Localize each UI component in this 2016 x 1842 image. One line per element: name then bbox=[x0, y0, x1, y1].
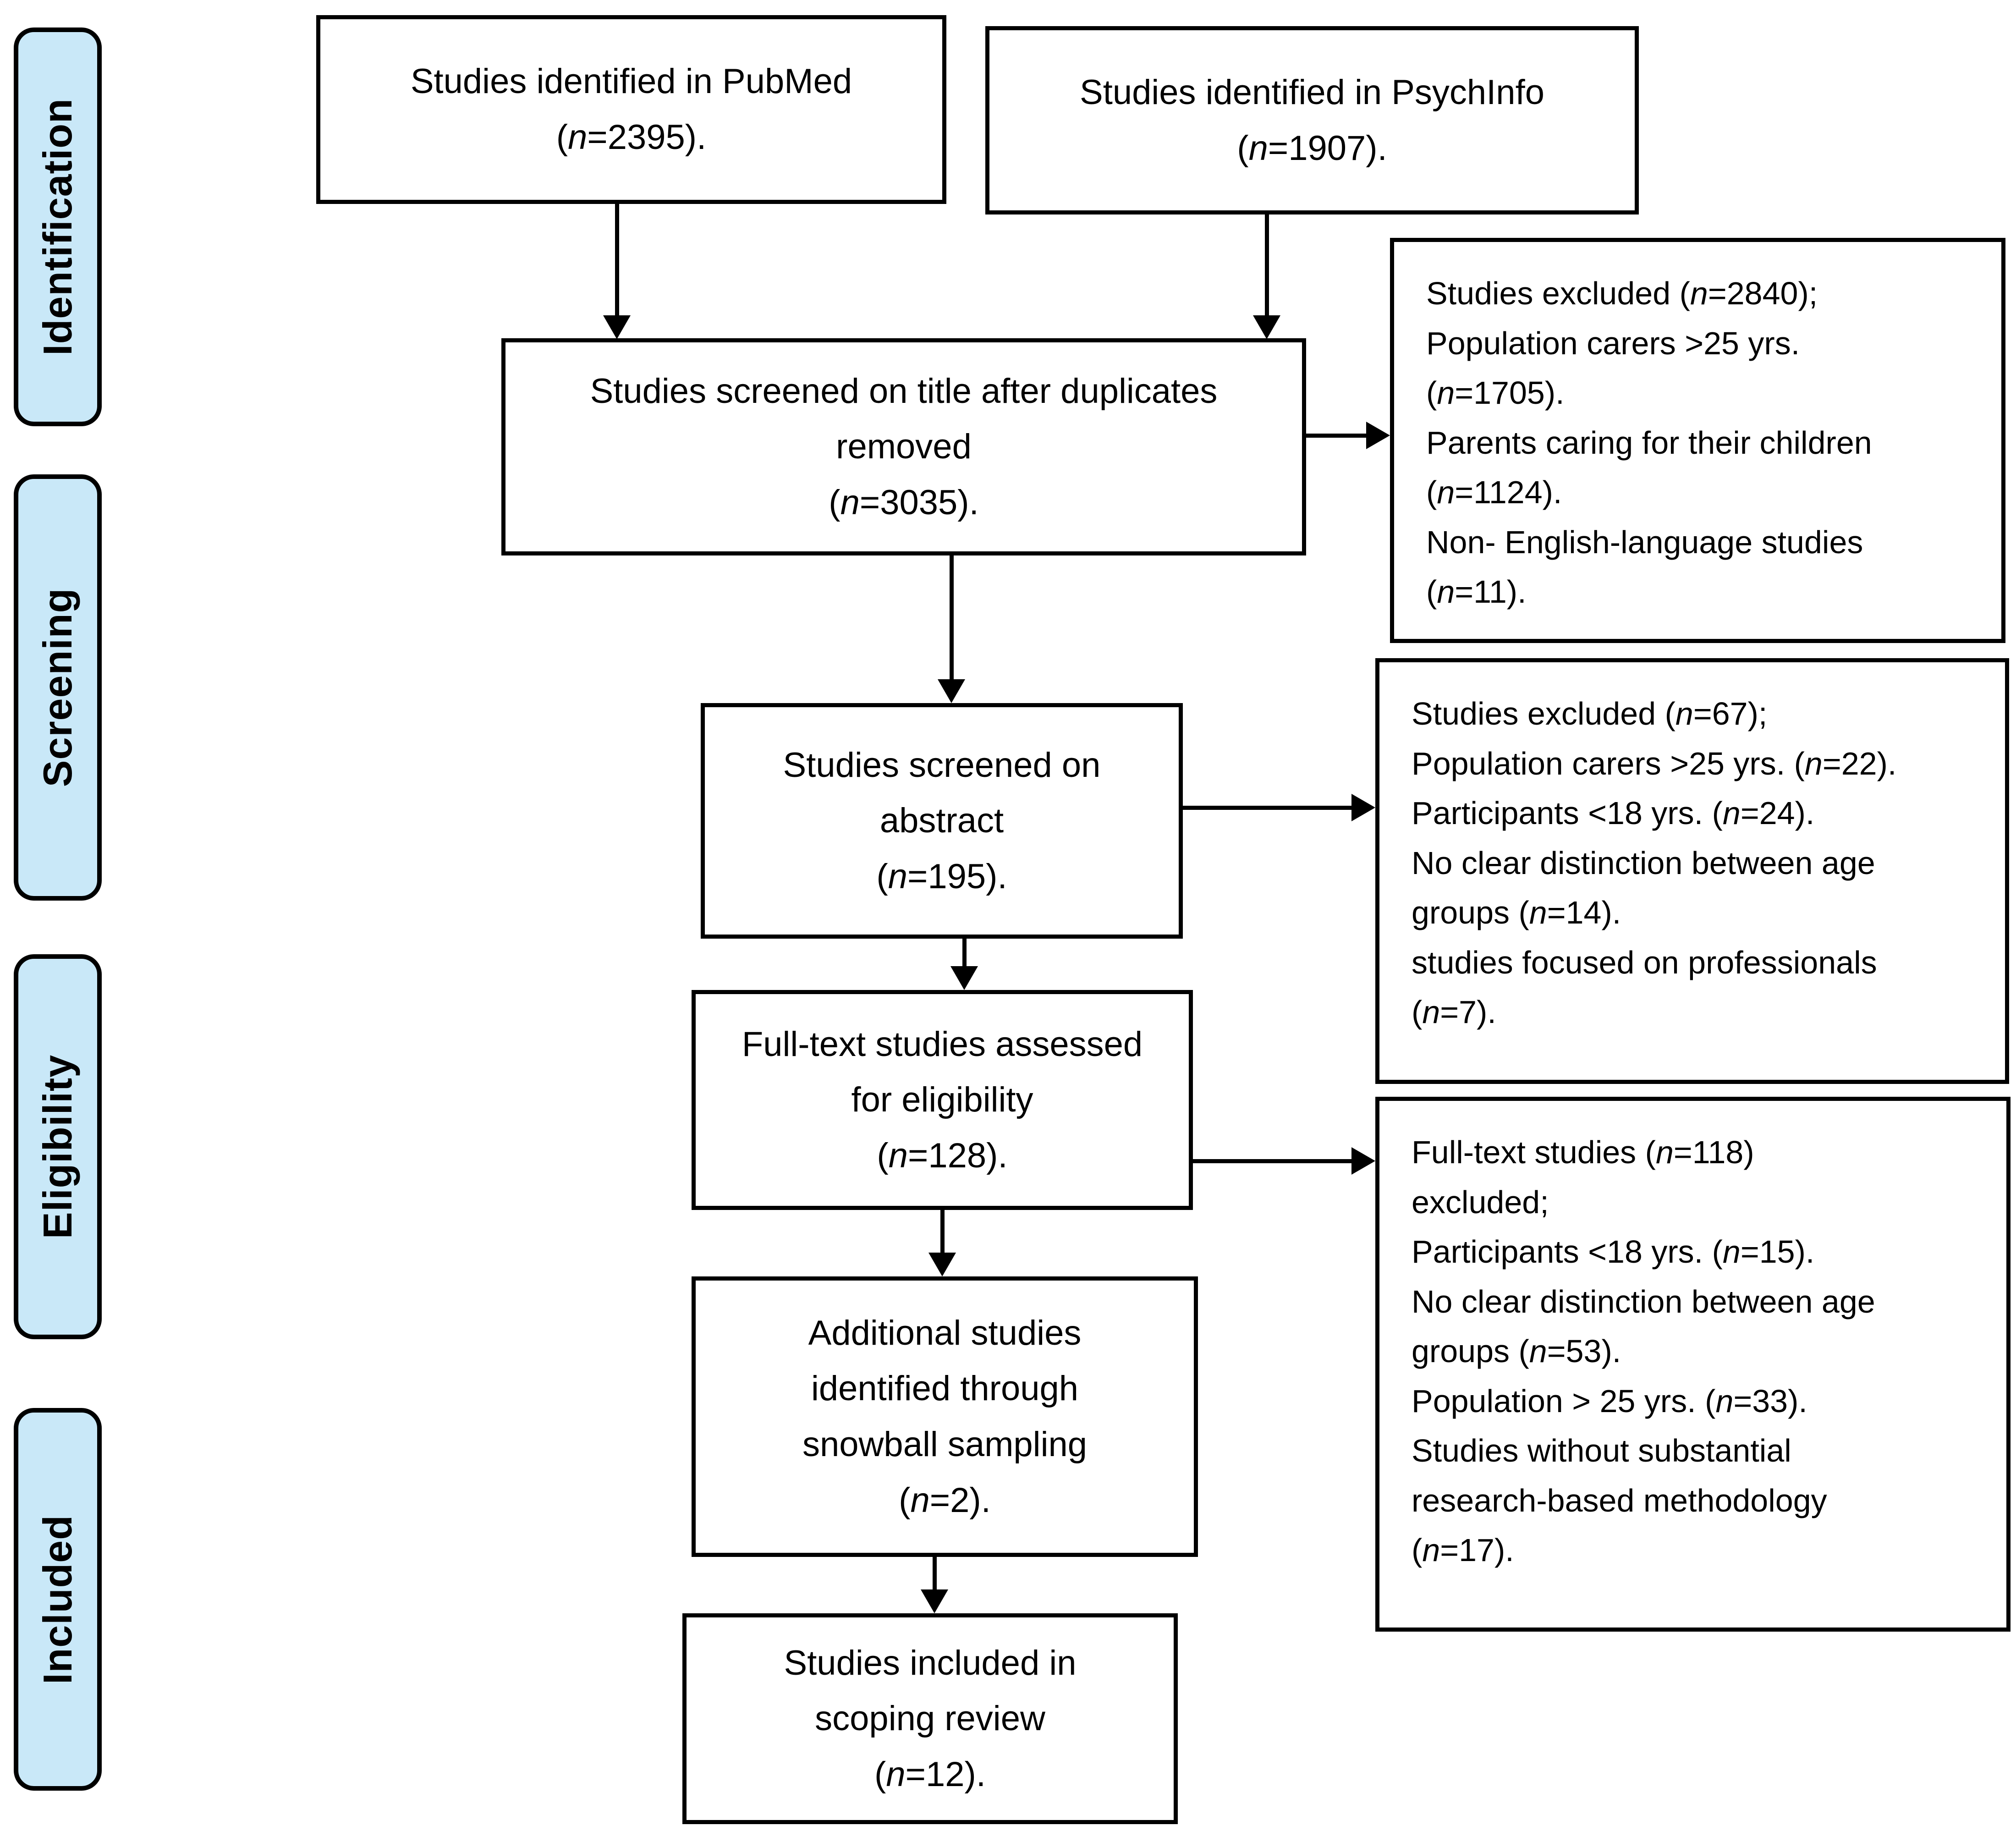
arrow-line bbox=[615, 203, 619, 315]
box-identified-pubmed-text: Studies identified in PubMed (n=2395). bbox=[410, 62, 852, 157]
box-snowball-sampling: Additional studies identified through sn… bbox=[692, 1276, 1198, 1557]
box-excluded-title-stage: Studies excluded (n=2840); Population ca… bbox=[1390, 238, 2005, 643]
arrow-line bbox=[1265, 214, 1269, 315]
box-fulltext-assessed: Full-text studies assessed for eligibili… bbox=[692, 990, 1193, 1210]
box-snowball-sampling-text: Additional studies identified through sn… bbox=[802, 1313, 1087, 1520]
box-screened-title: Studies screened on title after duplicat… bbox=[501, 338, 1306, 555]
arrow-down-icon bbox=[921, 1589, 948, 1613]
stage-identification: Identification bbox=[14, 27, 102, 426]
box-included-review: Studies included in scoping review (n=12… bbox=[682, 1613, 1178, 1824]
stage-eligibility: Eligibility bbox=[14, 954, 102, 1339]
box-identified-psychinfo-text: Studies identified in PsychInfo (n=1907)… bbox=[1080, 72, 1544, 168]
stage-identification-label: Identification bbox=[35, 98, 80, 356]
arrow-line bbox=[1306, 434, 1367, 438]
stage-eligibility-label: Eligibility bbox=[35, 1054, 80, 1239]
box-excluded-fulltext-stage-text: Full-text studies (n=118) excluded; Part… bbox=[1412, 1134, 1875, 1568]
arrow-right-icon bbox=[1351, 1147, 1375, 1175]
arrow-right-icon bbox=[1366, 422, 1390, 449]
stage-included: Included bbox=[14, 1408, 102, 1791]
arrow-line bbox=[962, 939, 967, 967]
box-fulltext-assessed-text: Full-text studies assessed for eligibili… bbox=[742, 1024, 1143, 1175]
arrow-line bbox=[933, 1557, 937, 1590]
box-screened-abstract-text: Studies screened on abstract (n=195). bbox=[783, 745, 1101, 896]
stage-screening-label: Screening bbox=[35, 588, 80, 787]
arrow-line bbox=[940, 1210, 945, 1254]
box-excluded-abstract-stage-text: Studies excluded (n=67); Population care… bbox=[1412, 696, 1897, 1030]
stage-screening: Screening bbox=[14, 474, 102, 901]
arrow-right-icon bbox=[1351, 794, 1375, 821]
box-included-review-text: Studies included in scoping review (n=12… bbox=[784, 1643, 1077, 1794]
box-identified-pubmed: Studies identified in PubMed (n=2395). bbox=[316, 15, 946, 204]
arrow-line bbox=[950, 555, 954, 680]
box-screened-title-text: Studies screened on title after duplicat… bbox=[590, 371, 1218, 522]
box-screened-abstract: Studies screened on abstract (n=195). bbox=[701, 703, 1183, 939]
box-excluded-title-stage-text: Studies excluded (n=2840); Population ca… bbox=[1426, 275, 1872, 610]
box-excluded-abstract-stage: Studies excluded (n=67); Population care… bbox=[1375, 658, 2009, 1084]
arrow-down-icon bbox=[1253, 315, 1280, 339]
arrow-down-icon bbox=[603, 315, 631, 339]
stage-included-label: Included bbox=[35, 1514, 80, 1684]
arrow-down-icon bbox=[938, 679, 965, 703]
arrow-down-icon bbox=[950, 966, 978, 990]
box-excluded-fulltext-stage: Full-text studies (n=118) excluded; Part… bbox=[1375, 1097, 2011, 1632]
arrow-down-icon bbox=[928, 1253, 956, 1276]
arrow-line bbox=[1193, 1159, 1352, 1163]
arrow-line bbox=[1183, 806, 1352, 810]
box-identified-psychinfo: Studies identified in PsychInfo (n=1907)… bbox=[985, 26, 1639, 214]
